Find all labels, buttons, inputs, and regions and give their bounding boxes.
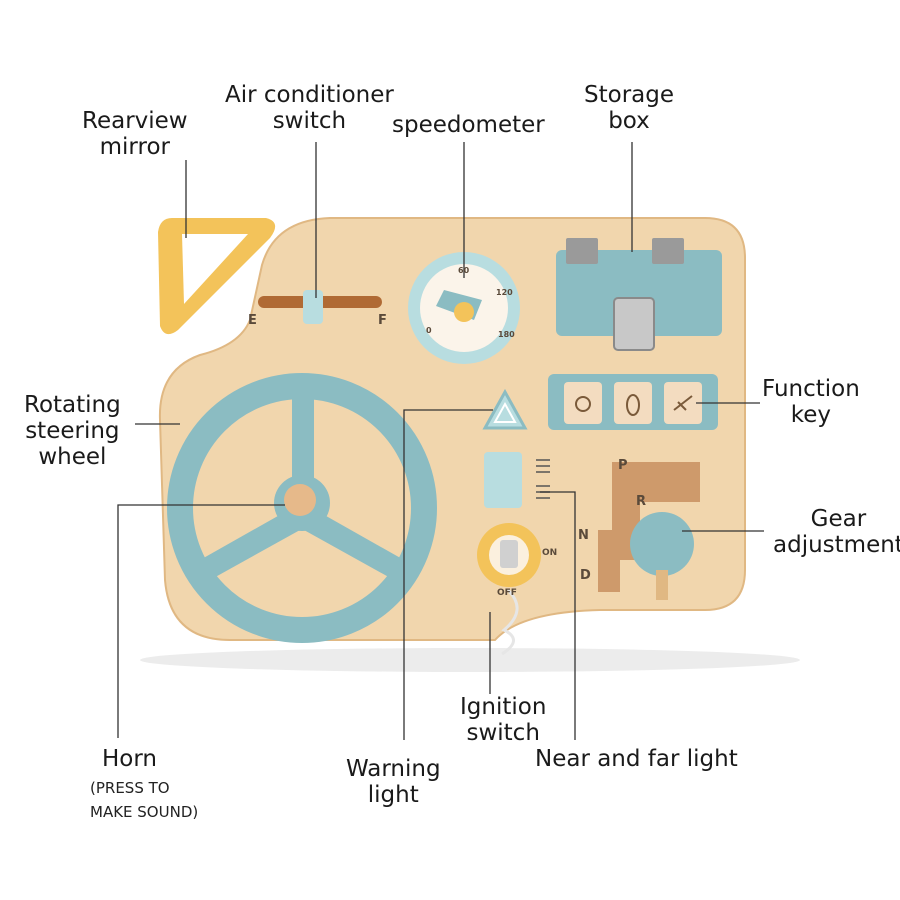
label-horn: Horn (102, 746, 157, 772)
fan-icon (575, 396, 591, 412)
label-storage-line2: box (608, 108, 650, 134)
hinge-right (652, 238, 684, 264)
leader-lines (117, 142, 764, 740)
gear-p-mark: P (618, 458, 628, 473)
label-speedometer: speedometer (392, 112, 545, 138)
label-gear-line2: adjustment (773, 532, 900, 558)
label-steering-line1: Rotating (24, 392, 121, 418)
label-rearview-line2: mirror (99, 134, 170, 160)
label-function-line2: key (790, 402, 832, 428)
steering-wheel-rim[interactable] (167, 373, 437, 643)
speedometer-knob[interactable] (454, 302, 474, 322)
label-function-key: Function key (762, 376, 860, 428)
warning-light-button[interactable] (482, 388, 528, 430)
mirror-glass (182, 234, 248, 304)
gear-n-mark: N (578, 528, 589, 543)
gear-r-mark: R (636, 494, 647, 509)
board-shadow (140, 648, 800, 672)
function-key-1[interactable] (564, 382, 602, 424)
label-warning-line2: light (367, 782, 419, 808)
speed-tick-180: 180 (498, 330, 515, 339)
label-ignition-switch: Ignition switch (460, 694, 546, 746)
label-rearview-mirror: Rearview mirror (82, 108, 188, 160)
label-steering-line2: steering (25, 418, 120, 444)
label-warning-line1: Warning (346, 756, 441, 782)
label-ignition-line1: Ignition (460, 694, 547, 720)
ignition-on-mark: ON (542, 548, 558, 558)
label-ac-line1: Air conditioner (225, 82, 394, 108)
leader-warning (403, 409, 493, 740)
hinge-left (566, 238, 598, 264)
gear-stick (656, 570, 668, 600)
label-horn-note: (PRESS TO MAKE SOUND) (90, 776, 198, 824)
speed-tick-120: 120 (496, 288, 513, 297)
key-string (501, 588, 519, 656)
horn-note-line1: (PRESS TO (90, 779, 170, 797)
label-warning-light: Warning light (346, 756, 441, 808)
leader-horn (117, 504, 285, 738)
steering-spoke-top (292, 398, 314, 498)
label-air-conditioner: Air conditioner switch (225, 82, 394, 134)
ac-slider[interactable] (303, 290, 323, 324)
storage-box-lid[interactable] (556, 250, 722, 336)
ring-icon (626, 394, 640, 416)
warning-triangle-icon (493, 401, 517, 423)
gear-knob[interactable] (630, 512, 694, 576)
speed-tick-0: 0 (426, 326, 432, 335)
leader-near-far (540, 491, 576, 740)
horn-button[interactable] (284, 484, 316, 516)
ignition-key[interactable] (500, 540, 518, 568)
steering-spoke-right (304, 508, 404, 580)
label-storage-box: Storage box (584, 82, 674, 134)
gear-d-mark: D (580, 568, 591, 583)
label-gear-line1: Gear (810, 506, 867, 532)
steering-spoke-left (200, 508, 300, 580)
speed-tick-60: 60 (458, 266, 470, 275)
label-steering-line3: wheel (38, 444, 107, 470)
function-key-2[interactable] (614, 382, 652, 424)
storage-latch[interactable] (613, 297, 655, 351)
gear-channel (598, 462, 700, 592)
label-storage-line1: Storage (584, 82, 674, 108)
label-steering-wheel: Rotating steering wheel (24, 392, 121, 470)
fuel-full-mark: F (378, 313, 387, 328)
horn-note-line2: MAKE SOUND) (90, 803, 199, 821)
near-far-light-switch[interactable] (484, 452, 522, 508)
high-beam-icon (536, 459, 550, 473)
label-gear-adjustment: Gear adjustment (773, 506, 900, 558)
label-function-line1: Function (762, 376, 860, 402)
label-ac-line2: switch (272, 108, 347, 134)
label-rearview-line1: Rearview (82, 108, 188, 134)
label-near-far-light: Near and far light (535, 746, 738, 772)
wiper-icon (673, 395, 693, 411)
ignition-off-mark: OFF (497, 588, 517, 598)
fuel-empty-mark: E (248, 313, 257, 328)
label-ignition-line2: switch (466, 720, 540, 746)
